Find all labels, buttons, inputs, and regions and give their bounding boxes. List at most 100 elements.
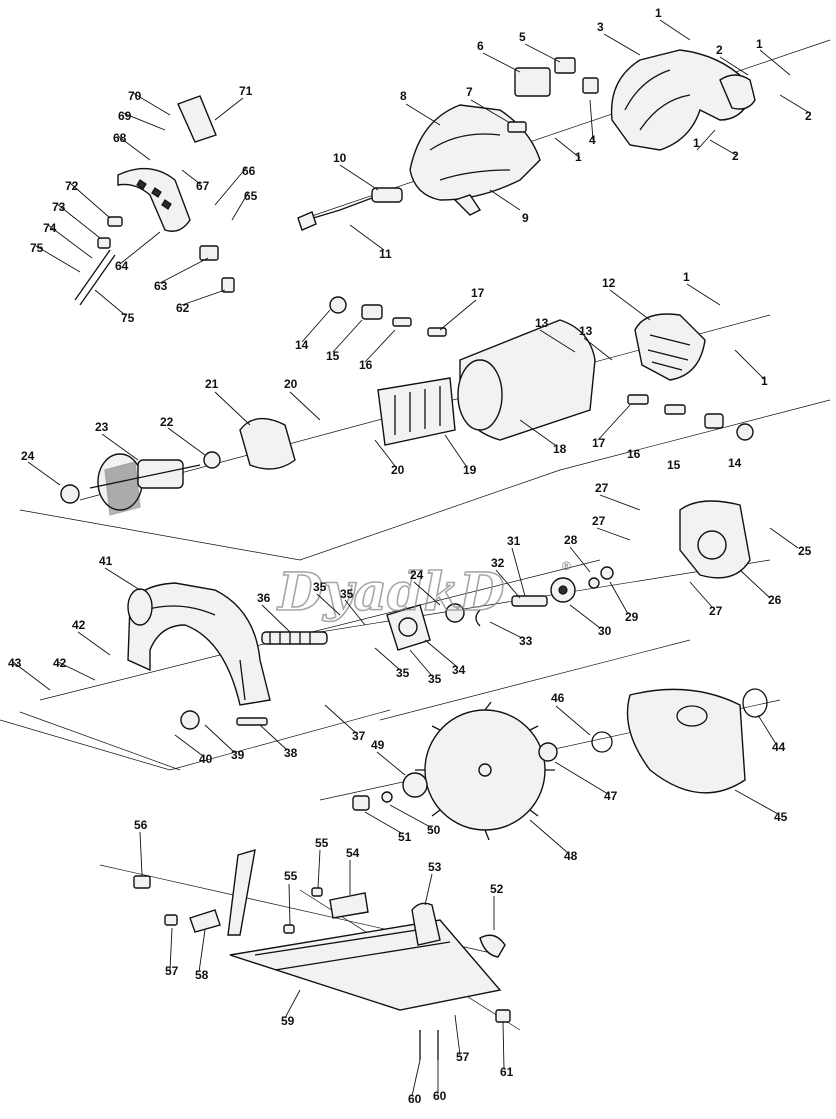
leader-line	[696, 129, 716, 151]
leader-line	[77, 631, 111, 656]
callout-16: 16	[359, 358, 373, 372]
leader-line	[583, 337, 613, 361]
leader-line	[686, 283, 721, 306]
leader-line	[444, 434, 467, 467]
callout-48: 48	[564, 849, 578, 863]
callout-19: 19	[463, 463, 477, 477]
leader-line	[231, 192, 249, 221]
callout-35: 35	[313, 580, 327, 594]
leader-line	[502, 1021, 505, 1070]
callout-45: 45	[774, 810, 788, 824]
callout-22: 22	[160, 415, 174, 429]
callout-21: 21	[205, 377, 219, 391]
leader-line	[554, 761, 609, 795]
callout-32: 32	[491, 556, 505, 570]
callout-67: 67	[196, 179, 210, 193]
leader-line	[376, 751, 406, 776]
leader-line	[524, 43, 561, 63]
callout-1: 1	[575, 150, 582, 164]
leader-line	[759, 49, 791, 76]
callout-60: 60	[433, 1089, 447, 1103]
callout-25: 25	[798, 544, 812, 558]
callout-63: 63	[154, 279, 168, 293]
callout-18: 18	[553, 442, 567, 456]
callout-71: 71	[239, 84, 253, 98]
watermark: DyadkD ®	[275, 559, 571, 624]
leader-line	[734, 349, 766, 381]
callout-15: 15	[326, 349, 340, 363]
leader-line	[181, 169, 201, 185]
leader-line	[259, 724, 288, 751]
leader-line	[214, 97, 244, 121]
callout-16: 16	[627, 447, 641, 461]
motor-group	[60, 296, 754, 516]
callout-57: 57	[456, 1050, 470, 1064]
watermark-text: DyadkD	[276, 562, 504, 623]
callout-17: 17	[592, 436, 606, 450]
callout-58: 58	[195, 968, 209, 982]
leader-line	[424, 873, 433, 906]
leader-line	[339, 164, 379, 191]
leader-line	[12, 661, 51, 691]
leader-line	[411, 1059, 421, 1097]
callout-28: 28	[564, 533, 578, 547]
callout-35: 35	[428, 672, 442, 686]
leader-line	[316, 593, 341, 616]
callout-6: 6	[477, 39, 484, 53]
leader-line	[769, 527, 799, 549]
leader-line	[739, 569, 771, 599]
leader-line	[174, 734, 204, 757]
leader-line	[94, 289, 126, 316]
base-group	[133, 849, 511, 1060]
leader-line	[289, 391, 321, 421]
callout-1: 1	[693, 136, 700, 150]
callout-5: 5	[519, 30, 526, 44]
leader-line	[349, 224, 385, 251]
leader-line	[324, 704, 357, 734]
callout-57: 57	[165, 964, 179, 978]
callout-70: 70	[128, 89, 142, 103]
callout-27: 27	[709, 604, 723, 618]
callout-47: 47	[604, 789, 618, 803]
callout-73: 73	[52, 200, 66, 214]
callout-2: 2	[716, 43, 723, 57]
leader-line	[409, 649, 433, 677]
callout-49: 49	[371, 738, 385, 752]
leader-line	[374, 439, 396, 467]
leader-line	[198, 929, 206, 973]
callout-42: 42	[53, 656, 67, 670]
callout-27: 27	[592, 514, 606, 528]
callout-60: 60	[408, 1092, 422, 1106]
leader-line	[332, 319, 363, 353]
leader-line	[288, 883, 291, 926]
leader-line	[169, 927, 173, 971]
leader-line	[439, 299, 477, 331]
leader-line	[405, 103, 441, 126]
callout-52: 52	[490, 882, 504, 896]
leader-line	[424, 639, 457, 667]
callout-39: 39	[231, 748, 245, 762]
callout-75: 75	[121, 311, 135, 325]
callout-33: 33	[519, 634, 533, 648]
callout-53: 53	[428, 860, 442, 874]
callout-labels: 1 1 1 1 1 1 2 2 2 3 4 5 6 7 8 9 10 11 12…	[8, 6, 812, 1106]
watermark-mark: ®	[562, 559, 571, 573]
leader-line	[554, 137, 581, 159]
leader-line	[609, 581, 629, 615]
callout-55: 55	[315, 836, 329, 850]
callout-50: 50	[427, 823, 441, 837]
callout-3: 3	[597, 20, 604, 34]
callout-69: 69	[118, 109, 132, 123]
callout-13: 13	[579, 324, 593, 338]
callout-72: 72	[65, 179, 79, 193]
leader-line	[734, 789, 779, 815]
leader-line	[261, 604, 291, 633]
callout-11: 11	[379, 247, 392, 261]
callout-1: 1	[655, 6, 662, 20]
leader-line	[317, 849, 321, 889]
leader-line	[35, 245, 81, 273]
callout-43: 43	[8, 656, 22, 670]
callout-1: 1	[683, 270, 690, 284]
leader-line	[122, 112, 166, 131]
